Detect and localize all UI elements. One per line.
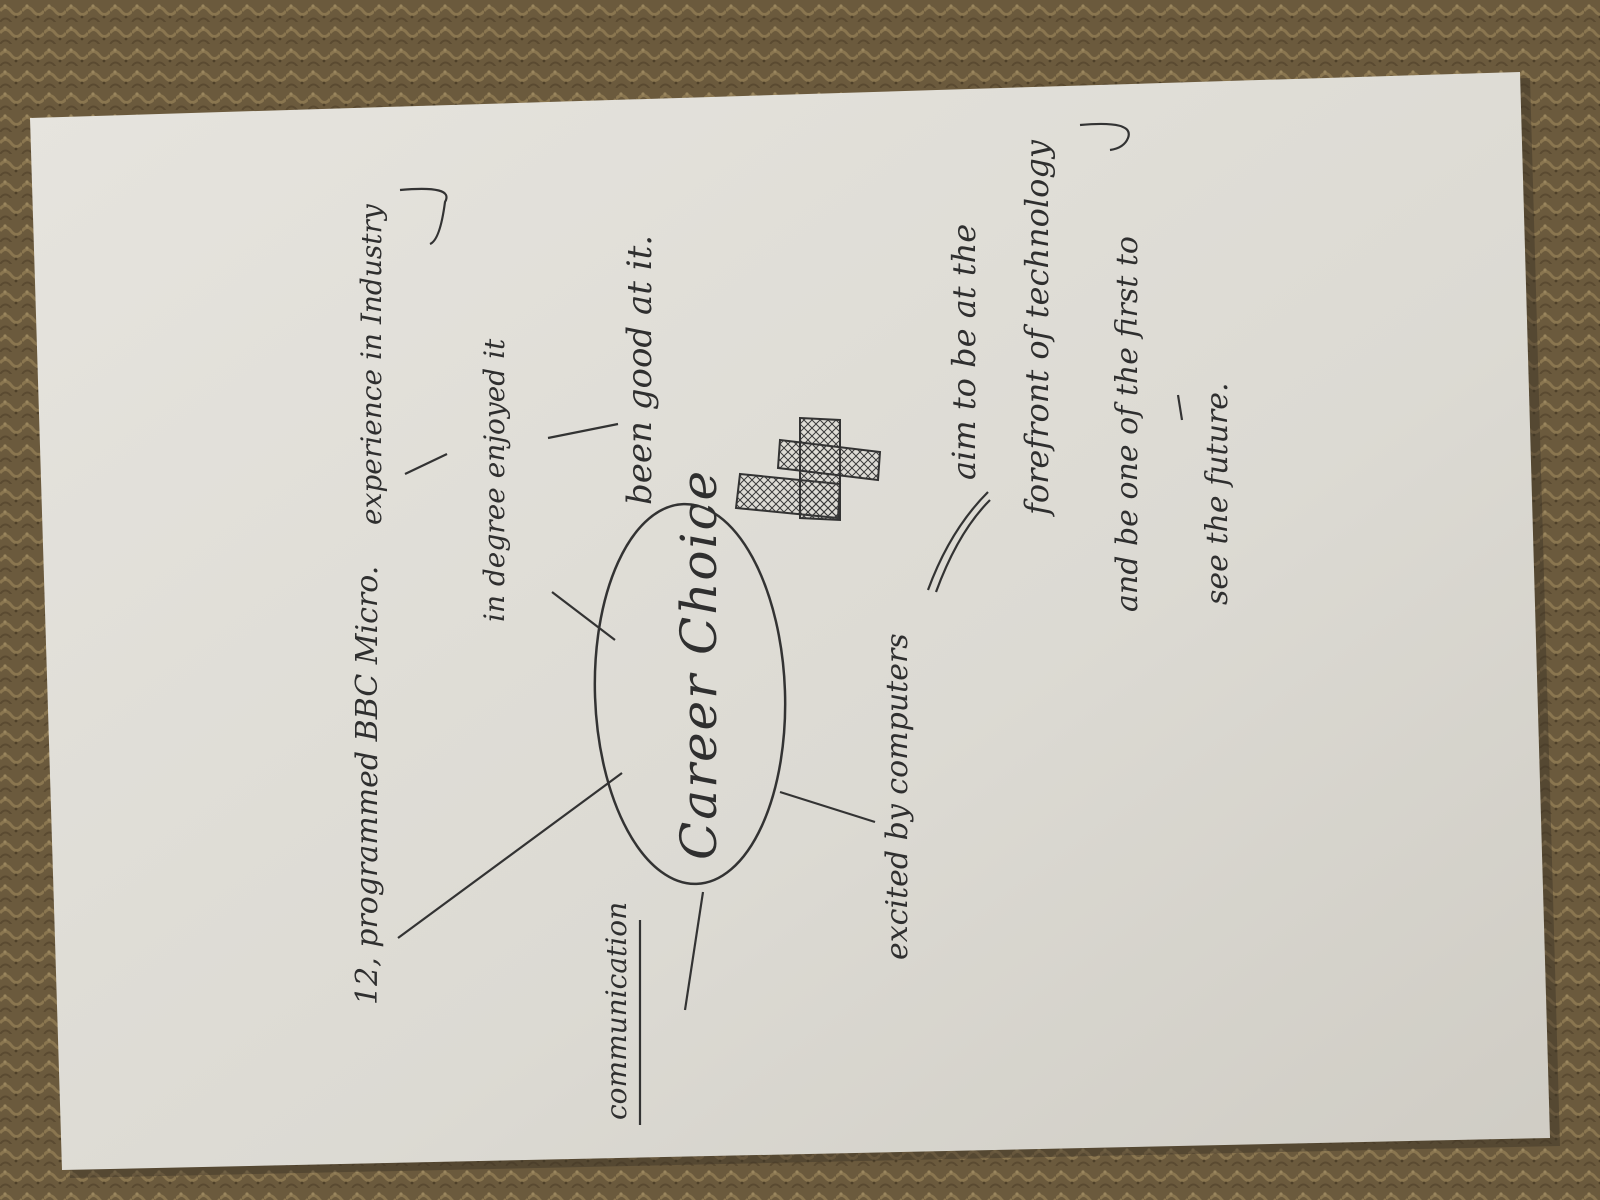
branch-degree-label: in degree enjoyed it (478, 338, 511, 622)
caret-aim (1176, 394, 1184, 421)
branch-aim-line1: aim to be at the (945, 223, 983, 480)
branch-lines (397, 122, 1184, 1125)
center-ellipse (593, 502, 787, 886)
branch-aim-line4: see the future. (1200, 382, 1235, 605)
hatched-doodle (734, 416, 882, 522)
branch-aim-line3: and be one of the first to (1110, 236, 1145, 612)
line-aim-double (934, 499, 991, 593)
branch-experience-label: experience in Industry (355, 204, 388, 525)
branch-communication-label: communication (600, 901, 633, 1120)
branch-aim-line2: forefront of technology (1018, 140, 1056, 515)
branch-programmed-label: 12, programmed BBC Micro. (350, 565, 385, 1005)
line-aim (926, 491, 989, 591)
center-label: Career Choice (670, 468, 728, 860)
line-degree (551, 591, 616, 641)
doodle-top-bar (776, 438, 882, 482)
branch-good-label: been good at it. (620, 234, 660, 505)
line-excited (779, 790, 876, 824)
branch-excited-label: excited by computers (880, 633, 915, 960)
line-good (547, 422, 619, 440)
paper-sheet (30, 72, 1550, 1170)
line-programmed (397, 772, 623, 939)
bracket-aim (1079, 122, 1130, 152)
line-communication (683, 891, 705, 1011)
bracket-experience (399, 187, 448, 246)
line-experience (404, 453, 448, 475)
